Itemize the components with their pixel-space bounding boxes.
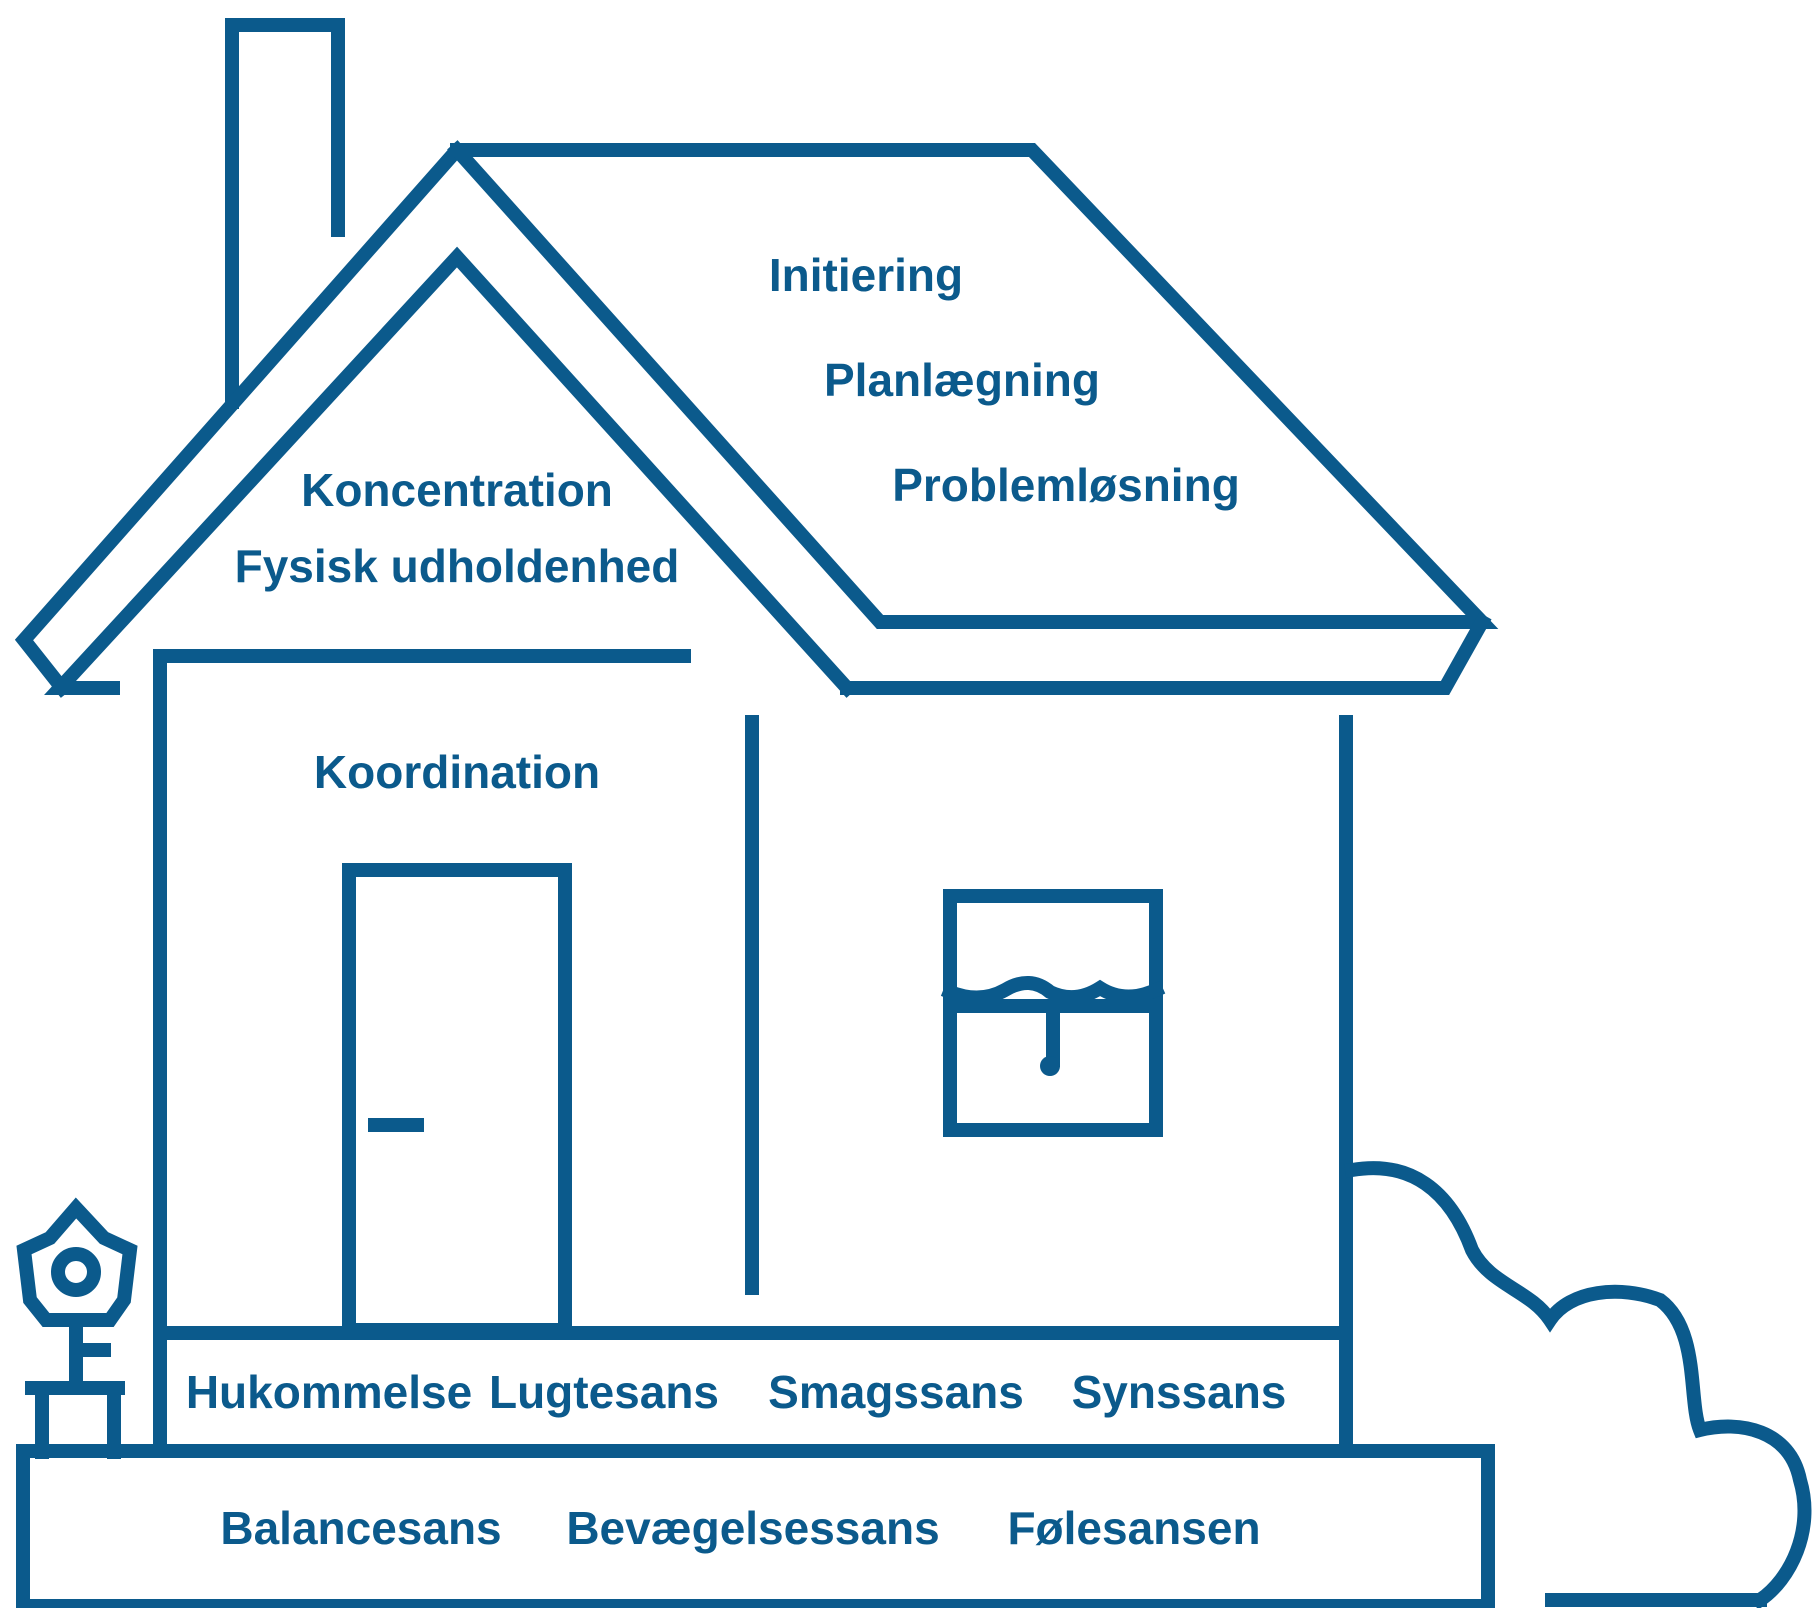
floor-label-lugtesans: Lugtesans [489,1366,719,1418]
window-curtain [940,976,1166,1005]
bush-icon [1343,1161,1812,1608]
roof-label-initiering: Initiering [769,249,963,301]
foundation-label-bevaegelsessans: Bevægelsessans [566,1502,939,1554]
gable-label-fysisk-udholdenhed: Fysisk udholdenhed [235,540,680,592]
front-wall [153,649,691,1458]
roof-label-planlaegning: Planlægning [824,354,1100,406]
roof-label-problemloesning: Problemløsning [892,459,1240,511]
house-outline [14,18,1812,1608]
roof-eave [840,612,1492,695]
floor-label-hukommelse: Hukommelse [186,1366,472,1418]
gable-label-koncentration: Koncentration [301,464,613,516]
gable-inner [44,246,857,698]
door [342,863,572,1337]
flower-pot-icon [16,1197,138,1459]
roof-outer-left [14,143,467,698]
foundation [16,1444,1495,1608]
floor-label-smagssans: Smagssans [768,1366,1024,1418]
window-cord-knob [1040,1056,1060,1076]
foundation-label-foelesansen: Følesansen [1007,1502,1260,1554]
wall-label-koordination: Koordination [314,746,600,798]
foundation-label-balancesans: Balancesans [220,1502,501,1554]
chimney-icon [225,18,345,409]
floor-label-synssans: Synssans [1072,1366,1287,1418]
